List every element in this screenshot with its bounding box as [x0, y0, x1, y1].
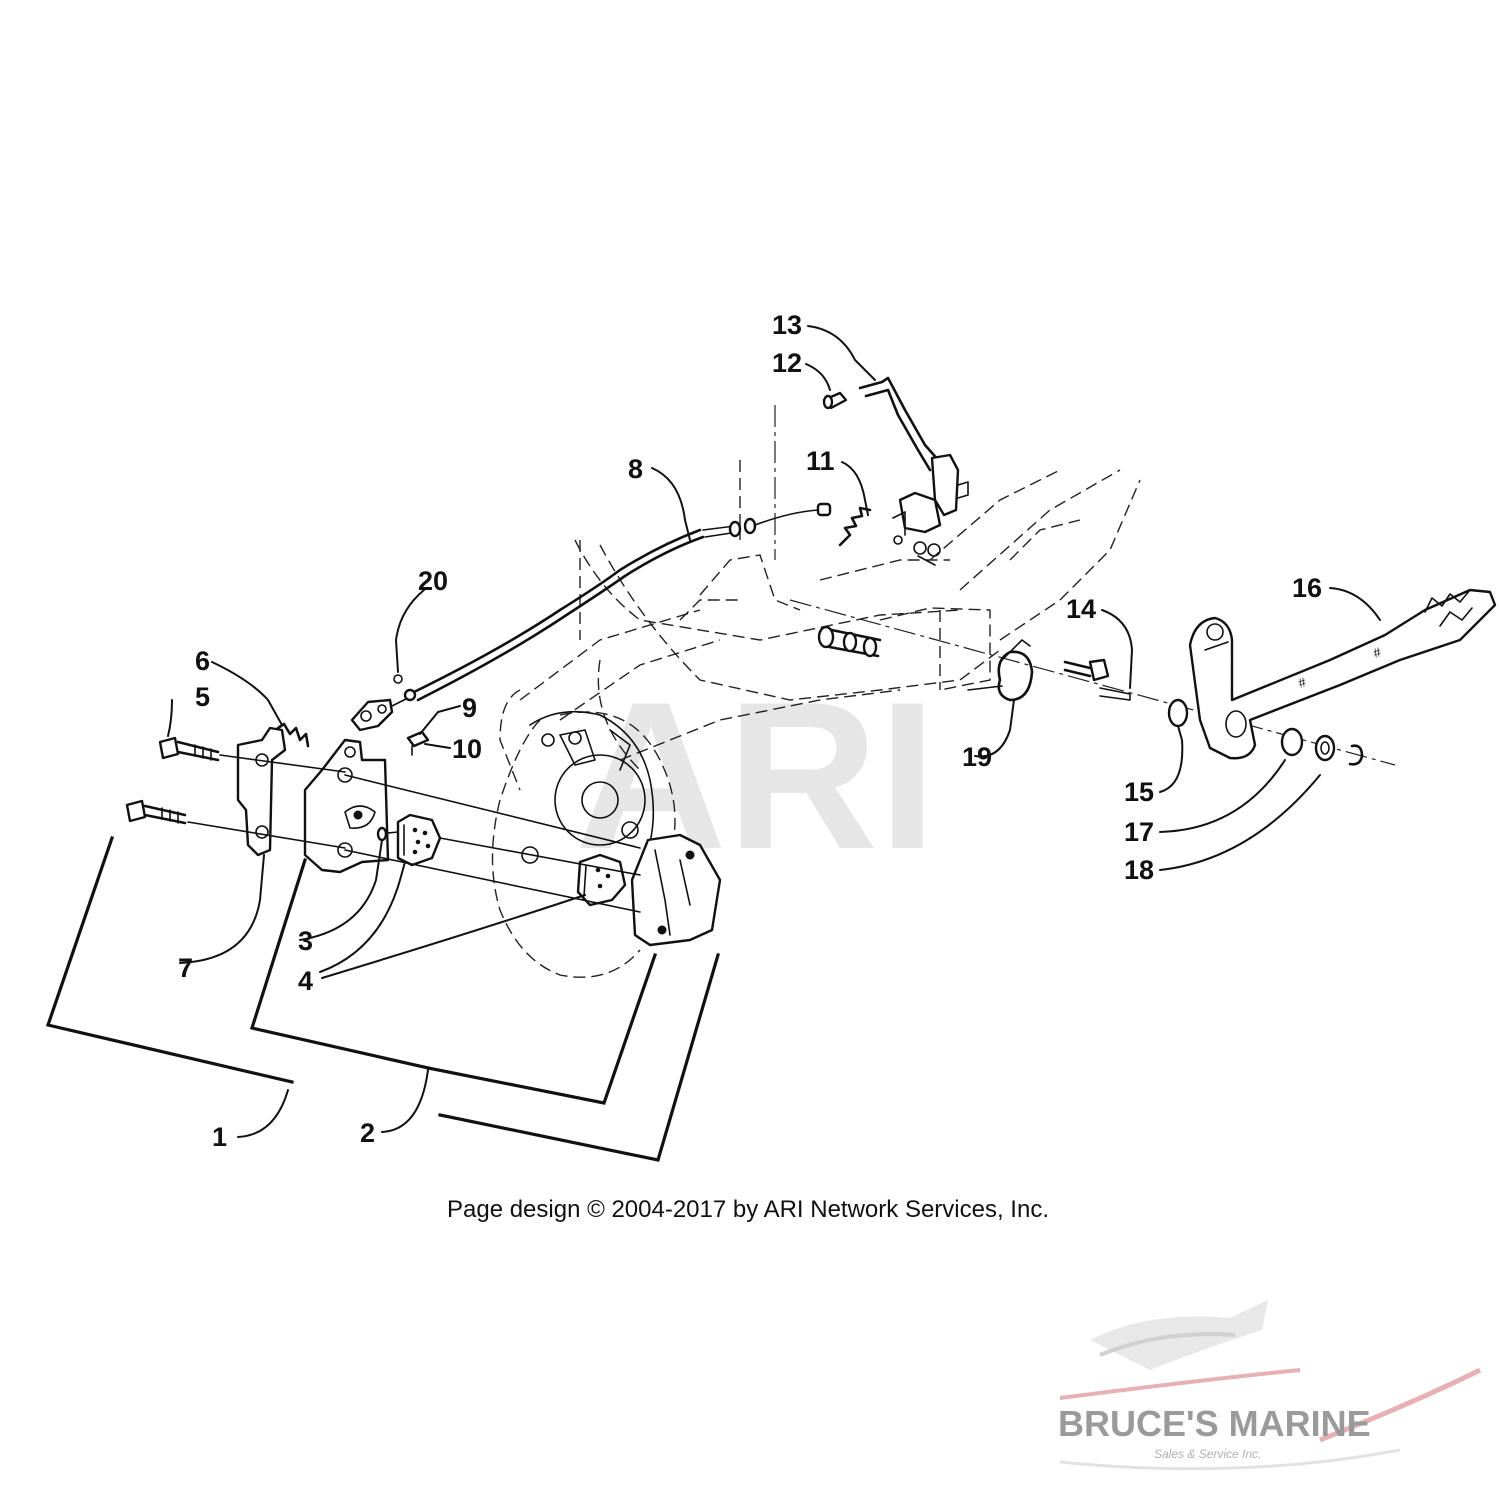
- callout-20: 20: [418, 566, 448, 596]
- parking-lever-13: [858, 376, 969, 566]
- pedal-bolt-14: [1063, 658, 1131, 701]
- washer-17b: [1314, 734, 1336, 762]
- brake-pedal-16: # #: [1188, 588, 1497, 760]
- callout-12: 12: [772, 348, 802, 378]
- callout-1: 1: [212, 1122, 227, 1152]
- dealer-logo: BRUCE'S MARINE Sales & Service Inc.: [1058, 1300, 1482, 1471]
- callout-13: 13: [772, 310, 802, 340]
- copyright-text: Page design © 2004-2017 by ARI Network S…: [447, 1196, 1049, 1223]
- callout-8: 8: [628, 454, 643, 484]
- cable-lever-9: [350, 695, 413, 732]
- spring-11: [838, 506, 872, 547]
- return-spring-19: [967, 639, 1034, 702]
- caliper-body: [303, 738, 390, 874]
- dealer-logo-name: BRUCE'S MARINE: [1058, 1403, 1371, 1444]
- spring-6: [276, 722, 310, 748]
- callout-18: 18: [1124, 855, 1154, 885]
- lever-grip-12: [822, 391, 848, 410]
- callout-7: 7: [178, 953, 193, 983]
- callout-4: 4: [298, 966, 313, 996]
- callout-19: 19: [962, 742, 992, 772]
- washer-15: [1167, 698, 1189, 728]
- callout-10: 10: [452, 734, 482, 764]
- brake-cable-8: [410, 502, 832, 702]
- callout-14: 14: [1066, 594, 1096, 624]
- assembly-lines: [187, 754, 641, 913]
- callout-11: 11: [806, 446, 835, 476]
- brake-pad-outer-4: [576, 853, 627, 907]
- clevis-pin-10: [406, 730, 430, 756]
- caliper-bolt-5a: [158, 736, 220, 762]
- callout-3: 3: [298, 926, 313, 956]
- washer-17: [1280, 727, 1304, 757]
- callout-2: 2: [360, 1118, 375, 1148]
- assembly-bracket-2: [249, 857, 658, 1105]
- pedal-shaft: [817, 625, 882, 658]
- callout-16: 16: [1292, 573, 1322, 603]
- ari-watermark: ARI: [575, 658, 937, 893]
- callout-5: 5: [195, 682, 210, 712]
- caliper-outer: [630, 833, 722, 947]
- clip-18: [1348, 744, 1364, 766]
- callout-17: 17: [1124, 817, 1154, 847]
- callout-labels: 1 2 3 4 5 6 7 8 9 10 11 12 13 14 15 16 1…: [178, 310, 1322, 1152]
- caliper-bolt-5b: [125, 799, 187, 825]
- callout-6: 6: [195, 646, 210, 676]
- caliper-bracket-7: [236, 726, 287, 857]
- dealer-logo-tagline: Sales & Service Inc.: [1154, 1447, 1261, 1461]
- callout-9: 9: [462, 693, 477, 723]
- assembly-bracket-1: [45, 835, 720, 1162]
- cotter-20: [393, 674, 417, 702]
- vehicle-frame: [499, 460, 1141, 791]
- brake-pad-inner-4: [396, 813, 442, 867]
- callout-15: 15: [1124, 777, 1154, 807]
- leader-lines: [167, 325, 1381, 1138]
